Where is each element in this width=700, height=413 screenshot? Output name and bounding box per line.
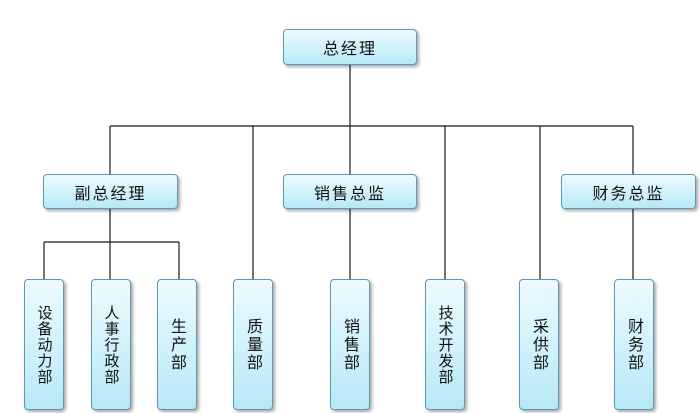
node-general-manager-label: 总经理 bbox=[322, 39, 377, 58]
node-production-department-label: 生产部 bbox=[168, 317, 187, 372]
node-equipment-department: 设备动力部 bbox=[24, 279, 64, 410]
node-quality-department-label: 质量部 bbox=[244, 317, 263, 372]
node-purchasing-department-label: 采供部 bbox=[530, 317, 549, 372]
node-quality-department: 质量部 bbox=[233, 279, 273, 410]
node-deputy-general-manager: 副总经理 bbox=[43, 174, 178, 209]
node-finance-department: 财务部 bbox=[614, 279, 654, 410]
node-admin-department: 人事行政部 bbox=[91, 279, 131, 410]
node-tech-department: 技术开发部 bbox=[425, 279, 465, 410]
node-admin-department-label: 人事行政部 bbox=[102, 304, 121, 385]
node-purchasing-department: 采供部 bbox=[519, 279, 559, 410]
node-production-department: 生产部 bbox=[157, 279, 197, 410]
node-equipment-department-label: 设备动力部 bbox=[35, 304, 54, 385]
node-sales-director-label: 销售总监 bbox=[313, 183, 386, 203]
node-finance-department-label: 财务部 bbox=[625, 317, 644, 372]
node-sales-director: 销售总监 bbox=[283, 174, 417, 209]
node-deputy-general-manager-label: 副总经理 bbox=[74, 183, 147, 203]
node-sales-department-label: 销售部 bbox=[341, 317, 360, 372]
node-finance-director: 财务总监 bbox=[561, 174, 696, 209]
node-sales-department: 销售部 bbox=[330, 279, 370, 410]
node-tech-department-label: 技术开发部 bbox=[436, 304, 455, 385]
node-finance-director-label: 财务总监 bbox=[592, 183, 665, 203]
node-general-manager: 总经理 bbox=[283, 29, 417, 65]
